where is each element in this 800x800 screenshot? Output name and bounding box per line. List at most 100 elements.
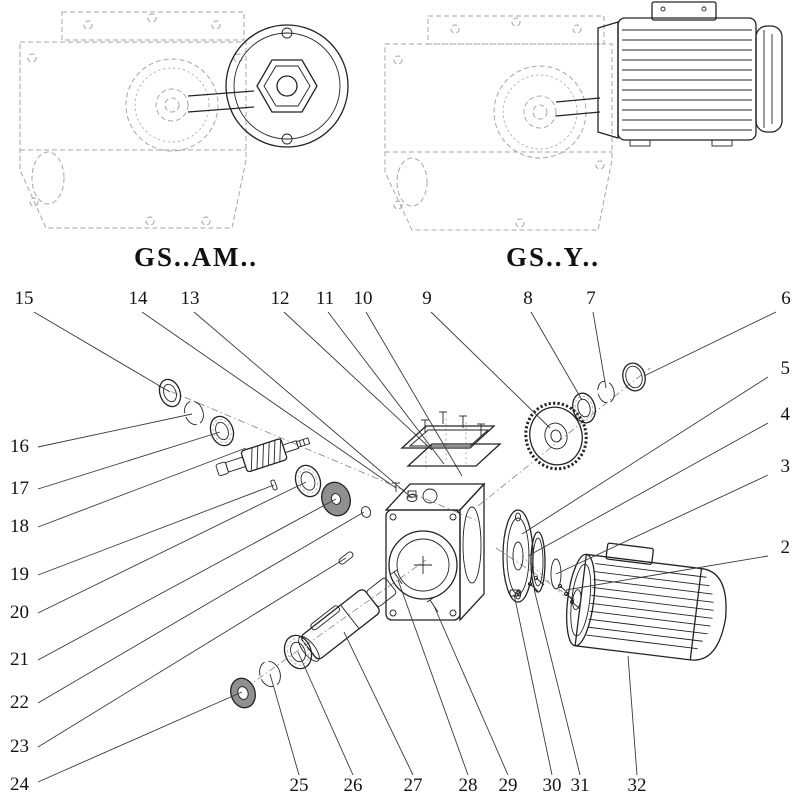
leader-line-14 [141, 311, 397, 489]
ball-bearing-output-shaft [283, 634, 313, 670]
leader-line-11 [327, 311, 445, 465]
shaft-key [338, 551, 354, 565]
callout-number-30: 30 [543, 775, 562, 796]
exploded-view [157, 362, 727, 709]
callout-number-6: 6 [781, 288, 791, 309]
output-flange-am [187, 24, 349, 148]
output-shaft-train [230, 551, 439, 709]
leader-line-10 [365, 311, 463, 477]
worm-shaft [215, 437, 311, 477]
leader-line-30 [513, 593, 553, 776]
callout-number-21: 21 [10, 649, 29, 670]
leader-line-13 [193, 311, 413, 499]
leader-line-16 [37, 413, 193, 448]
callout-number-17: 17 [10, 478, 29, 499]
circlip [597, 380, 615, 404]
leader-line-15 [33, 311, 171, 393]
housing-bolt [426, 597, 439, 613]
callout-number-31: 31 [571, 775, 590, 796]
callout-number-4: 4 [781, 404, 791, 425]
leader-line-21 [37, 498, 337, 661]
housing-plug [406, 490, 418, 502]
flange-bolts [527, 575, 545, 592]
callout-number-3: 3 [781, 456, 791, 477]
callout-number-32: 32 [628, 775, 647, 796]
gear-stack [524, 362, 646, 471]
housing-pin [390, 569, 403, 585]
leader-line-22 [37, 511, 365, 704]
retaining-ring-output [259, 660, 281, 688]
retaining-ring [184, 400, 204, 426]
callout-number-2: 2 [781, 537, 791, 558]
spacer-ring [530, 531, 546, 593]
leader-line-24 [37, 691, 243, 783]
callout-number-11: 11 [316, 288, 334, 309]
callout-number-14: 14 [129, 288, 149, 309]
worm-gear [524, 401, 588, 471]
callout-number-22: 22 [10, 692, 29, 713]
leader-line-29 [433, 605, 509, 776]
callout-number-19: 19 [10, 564, 29, 585]
leader-line-18 [37, 447, 247, 528]
leader-line-31 [533, 588, 581, 776]
leader-line-12 [283, 311, 433, 451]
callout-number-12: 12 [271, 288, 290, 309]
cover-screws [421, 411, 485, 436]
flat-washer [230, 677, 256, 709]
top-cover-plate [400, 425, 496, 449]
motor-exploded [566, 542, 727, 661]
screw [439, 411, 447, 424]
callout-number-25: 25 [290, 775, 309, 796]
leader-line-4 [527, 422, 769, 557]
leader-line-19 [37, 484, 275, 576]
leader-line-8 [530, 311, 583, 401]
leader-line-26 [297, 651, 354, 776]
leader-line-25 [269, 673, 300, 776]
callout-number-5: 5 [781, 358, 791, 379]
motor-y [555, 1, 783, 147]
gearbox-outline-y [384, 15, 613, 231]
callout-number-8: 8 [523, 288, 533, 309]
callout-number-29: 29 [499, 775, 518, 796]
callout-number-10: 10 [354, 288, 373, 309]
callout-number-18: 18 [10, 516, 29, 537]
screw [421, 419, 429, 432]
callout-number-26: 26 [344, 775, 363, 796]
leader-line-27 [343, 631, 414, 776]
callout-number-7: 7 [586, 288, 596, 309]
callout-number-16: 16 [10, 436, 29, 457]
gearbox-housing [384, 482, 486, 622]
leader-line-28 [397, 579, 469, 776]
variant-label-gs-y: GS..Y.. [506, 242, 600, 272]
thin-ring [550, 558, 562, 590]
callout-number-20: 20 [10, 602, 29, 623]
leader-line-17 [37, 431, 221, 490]
ball-bearing-output [572, 392, 596, 424]
output-shaft [298, 577, 397, 662]
leader-line-9 [430, 311, 551, 429]
ball-bearing-input [209, 415, 235, 447]
callout-number-15: 15 [15, 288, 34, 309]
leader-line-23 [37, 557, 347, 748]
input-shaft-train [158, 378, 372, 518]
leader-line-3 [555, 474, 769, 575]
leader-line-32 [627, 655, 638, 776]
leader-line-5 [521, 376, 769, 535]
o-ring [360, 506, 372, 518]
callout-number-28: 28 [459, 775, 478, 796]
cover-gasket [406, 443, 502, 467]
seal-ring [622, 362, 646, 392]
callout-number-27: 27 [404, 775, 423, 796]
callout-number-9: 9 [422, 288, 432, 309]
ball-bearing-inner [294, 464, 322, 498]
drawing-gs-y: GS..Y.. [384, 1, 783, 272]
variant-label-gs-am: GS..AM.. [134, 242, 258, 272]
oil-seal [158, 378, 182, 408]
callout-number-24: 24 [10, 774, 30, 795]
gearbox-outline-am [19, 11, 247, 229]
leader-line-20 [37, 481, 307, 614]
leader-line-7 [592, 311, 607, 389]
